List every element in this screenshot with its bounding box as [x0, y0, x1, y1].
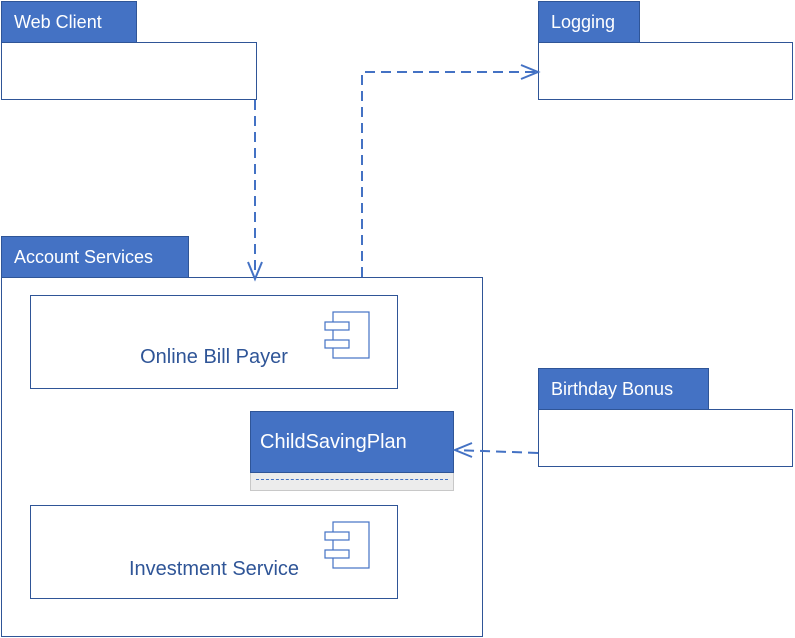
class-child-saving-plan[interactable]: ChildSavingPlan: [250, 411, 454, 473]
package-body-logging[interactable]: [538, 42, 793, 100]
component-label-investment-service: Investment Service: [128, 558, 300, 580]
package-tab-web-client[interactable]: Web Client: [1, 1, 137, 43]
component-icon: [324, 311, 370, 359]
component-label-online-bill-payer: Online Bill Payer: [140, 346, 288, 368]
class-compartment-child-saving-plan: [250, 473, 454, 491]
package-tab-birthday-bonus[interactable]: Birthday Bonus: [538, 368, 709, 410]
dependency-arrow-birthdaybonus-childsavingplan[interactable]: [452, 442, 539, 458]
package-body-birthday-bonus[interactable]: [538, 409, 793, 467]
component-online-bill-payer[interactable]: Online Bill Payer: [30, 295, 398, 389]
package-tab-logging[interactable]: Logging: [538, 1, 640, 43]
class-divider: [256, 479, 448, 480]
component-icon: [324, 521, 370, 569]
dependency-arrow-accountservices-logging[interactable]: [361, 64, 541, 277]
component-investment-service[interactable]: Investment Service: [30, 505, 398, 599]
package-body-web-client[interactable]: [1, 42, 257, 100]
dependency-arrow-webclient-accountservices[interactable]: [247, 100, 263, 282]
